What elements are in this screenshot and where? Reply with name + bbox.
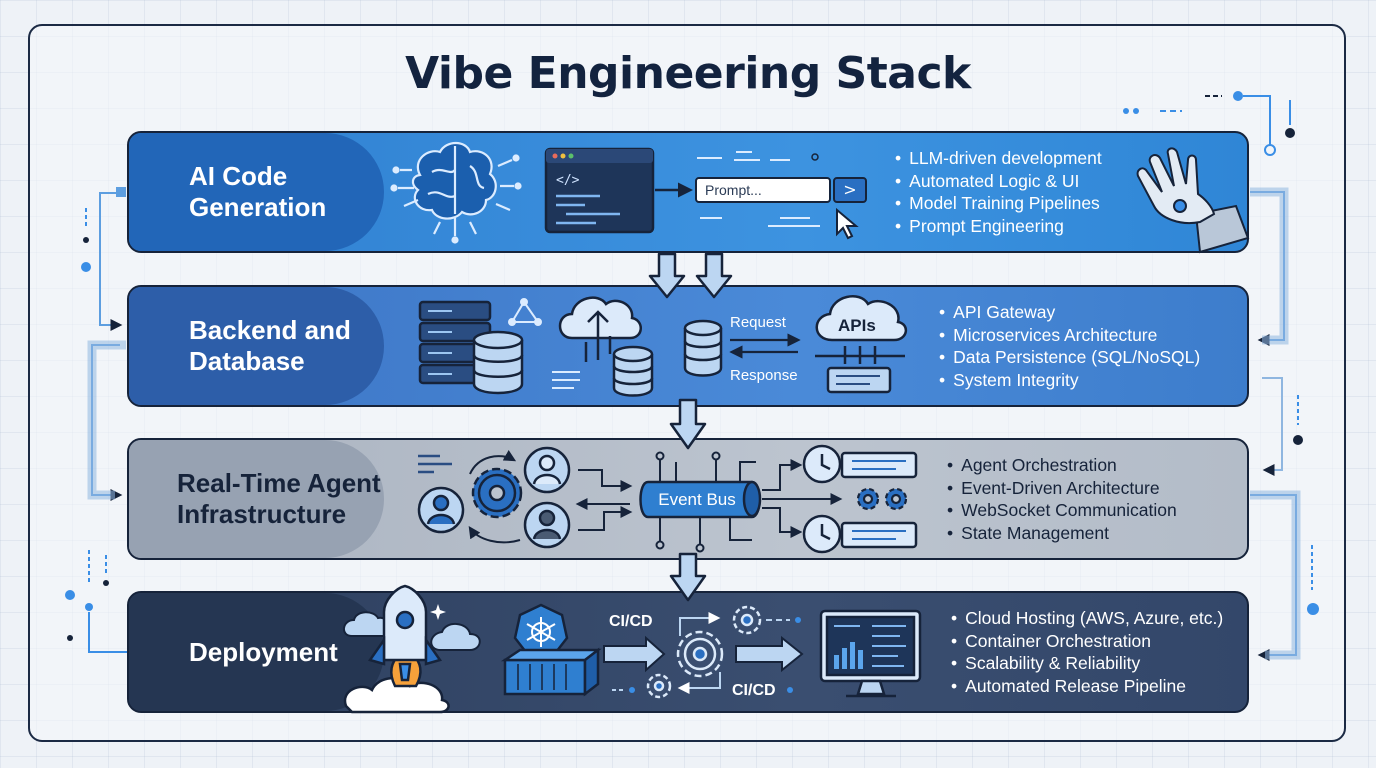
bullet-item: Automated Release Pipeline: [951, 675, 1223, 698]
cloud-icon: [343, 611, 481, 651]
event-bus-label: Event Bus: [658, 490, 736, 509]
bullet-list: LLM-driven development Automated Logic &…: [895, 133, 1102, 251]
bullet-list: Agent Orchestration Event-Driven Archite…: [947, 440, 1177, 558]
prompt-submit-button[interactable]: >: [833, 177, 867, 203]
side-connector-outlines: [87, 187, 1301, 660]
rocket-icon: [343, 584, 450, 714]
bullet-item: Scalability & Reliability: [951, 652, 1223, 675]
bullet-item: Cloud Hosting (AWS, Azure, etc.): [951, 607, 1223, 630]
cloud-upload-icon: [552, 296, 642, 389]
prompt-input[interactable]: Prompt...: [695, 177, 831, 203]
bullet-item: WebSocket Communication: [947, 499, 1177, 522]
bullet-item: Automated Logic & UI: [895, 170, 1102, 193]
bullet-list: API Gateway Microservices Architecture D…: [939, 287, 1200, 405]
layer-title: AI Code Generation: [189, 161, 327, 222]
layer3-dashes: [418, 454, 452, 474]
layer-label-pill: [129, 593, 384, 711]
share-icon: [508, 298, 542, 326]
container-icon: [500, 647, 602, 697]
robot-hand-icon: [1136, 147, 1250, 254]
bullet-item: Model Training Pipelines: [895, 192, 1102, 215]
server-icon: [418, 300, 492, 385]
database-icon: [472, 330, 524, 395]
monitor-chart-icon: [819, 609, 922, 698]
decorative-dots: [65, 91, 1319, 653]
bullet-item: API Gateway: [939, 301, 1200, 324]
response-label: Response: [730, 367, 798, 384]
flow-down-arrows: [648, 252, 733, 602]
code-tag: </>: [556, 173, 580, 188]
layer-label-pill: [129, 440, 384, 558]
brain-icon: [390, 141, 522, 244]
cicd-top-label: CI/CD: [609, 613, 653, 630]
database-icon-3: [683, 319, 723, 377]
gear-icon: [471, 467, 523, 519]
layer-backend-database: Backend and Database API Gateway Microse…: [127, 285, 1249, 407]
layer-title: Backend and Database: [189, 315, 351, 376]
bullet-item: LLM-driven development: [895, 147, 1102, 170]
layer-label-pill: [129, 287, 384, 405]
layer1-dashes: [697, 151, 820, 227]
api-cloud-icon: APIs: [815, 295, 907, 394]
bullet-item: Event-Driven Architecture: [947, 477, 1177, 500]
diagram-title: Vibe Engineering Stack: [405, 48, 971, 99]
bullet-item: Agent Orchestration: [947, 454, 1177, 477]
layer-label-pill: [129, 133, 384, 251]
cursor-icon: [836, 207, 859, 240]
user-icon: [417, 446, 571, 549]
database-icon-2: [612, 345, 654, 397]
request-label: Request: [730, 314, 787, 331]
bullet-list: Cloud Hosting (AWS, Azure, etc.) Contain…: [951, 593, 1223, 711]
bullet-item: Data Persistence (SQL/NoSQL): [939, 346, 1200, 369]
pipeline-gears: [646, 605, 762, 699]
event-bus: Event Bus: [639, 451, 762, 553]
gears-small-icon: [856, 487, 908, 511]
bullet-item: Container Orchestration: [951, 630, 1223, 653]
cicd-bottom-label: CI/CD: [732, 682, 776, 699]
code-window-icon: </>: [544, 147, 655, 234]
layer-title: Deployment: [189, 636, 338, 667]
apis-label: APIs: [838, 316, 876, 335]
layer-title: Real-Time Agent Infrastructure: [177, 468, 381, 529]
bullet-item: System Integrity: [939, 369, 1200, 392]
bullet-item: State Management: [947, 522, 1177, 545]
kubernetes-icon: [513, 603, 569, 658]
clock-icon: [802, 444, 918, 554]
bullet-item: Prompt Engineering: [895, 215, 1102, 238]
bullet-item: Microservices Architecture: [939, 324, 1200, 347]
